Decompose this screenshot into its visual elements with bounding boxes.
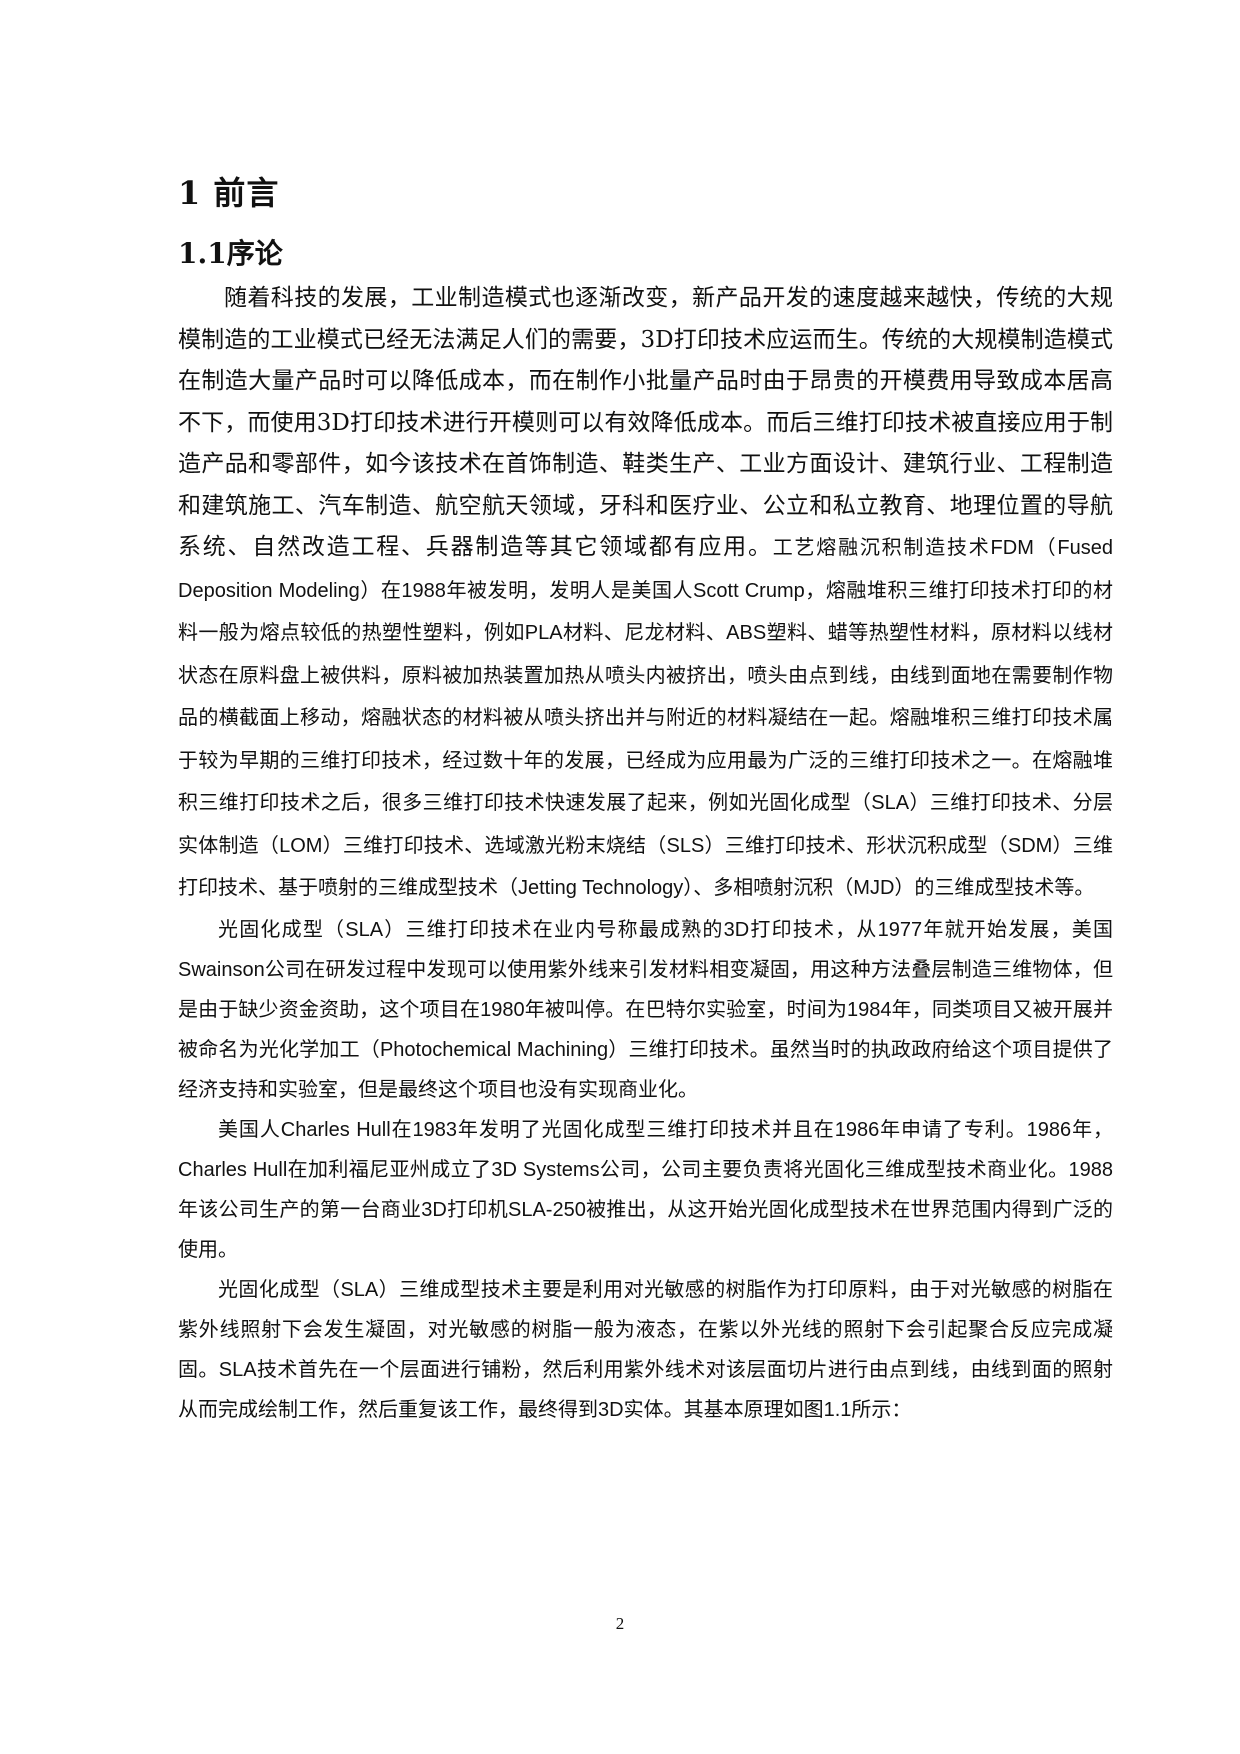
paragraph-sla-principle: 光固化成型（SLA）三维成型技术主要是利用对光敏感的树脂作为打印原料，由于对光敏… — [178, 1278, 1113, 1421]
paragraph-intro: 随着科技的发展，工业制造模式也逐渐改变，新产品开发的速度越来越快，传统的大规模制… — [178, 278, 1113, 910]
section-title: 1.1序论 — [178, 237, 283, 270]
chapter-title: 1 前言 — [178, 174, 280, 212]
paragraph-intro-fdm-text: 工艺熔融沉积制造技术FDM（Fused Deposition Modeling）… — [178, 537, 1114, 899]
paragraph-sla-history: 光固化成型（SLA）三维打印技术在业内号称最成熟的3D打印技术，从1977年就开… — [178, 918, 1113, 1101]
paragraph-charles-hull: 美国人Charles Hull在1983年发明了光固化成型三维打印技术并且在19… — [178, 1118, 1113, 1261]
page-body: 1 前言 1.1序论 随着科技的发展，工业制造模式也逐渐改变，新产品开发的速度越… — [178, 170, 1113, 1430]
page-number: 2 — [615, 1614, 625, 1633]
paragraph-intro-serif-text: 随着科技的发展，工业制造模式也逐渐改变，新产品开发的速度越来越快，传统的大规模制… — [178, 285, 1113, 560]
